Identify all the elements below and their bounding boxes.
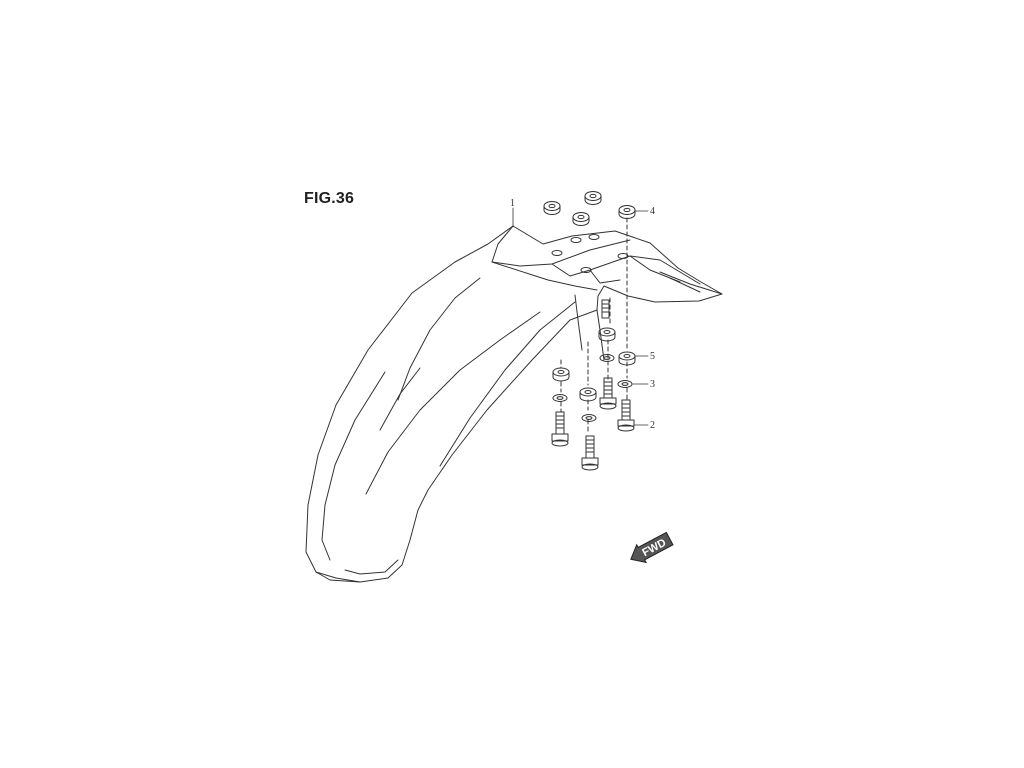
leader-lines <box>512 207 649 426</box>
callout-4: 4 <box>650 206 655 217</box>
bolts <box>551 299 635 471</box>
grommets <box>552 327 636 402</box>
washer-icon <box>599 354 615 362</box>
nut-icon <box>584 191 602 205</box>
grommet-icon <box>579 387 597 402</box>
bolt-icon <box>599 377 617 410</box>
fwd-indicator: FWD <box>630 531 674 564</box>
washers <box>552 354 633 422</box>
bolt-icon <box>581 435 599 471</box>
callout-5: 5 <box>650 351 655 362</box>
nut-icon <box>543 201 561 215</box>
washer-icon <box>581 414 597 422</box>
fwd-label: FWD <box>640 537 668 559</box>
washer-icon <box>617 380 633 388</box>
bolt-icon <box>601 299 610 319</box>
top-nuts <box>543 191 636 226</box>
bolt-icon <box>617 399 635 432</box>
callout-1: 1 <box>510 198 515 209</box>
grommet-icon <box>598 327 616 342</box>
bolt-icon <box>551 411 569 447</box>
figure-title: FIG.36 <box>304 190 355 207</box>
front-fender <box>305 225 723 583</box>
nut-icon <box>572 212 590 226</box>
nut-icon <box>618 205 636 219</box>
callout-3: 3 <box>650 379 655 390</box>
callout-2: 2 <box>650 420 655 431</box>
grommet-icon <box>552 367 570 382</box>
arrow-left-icon <box>630 531 674 564</box>
washer-icon <box>552 394 568 402</box>
